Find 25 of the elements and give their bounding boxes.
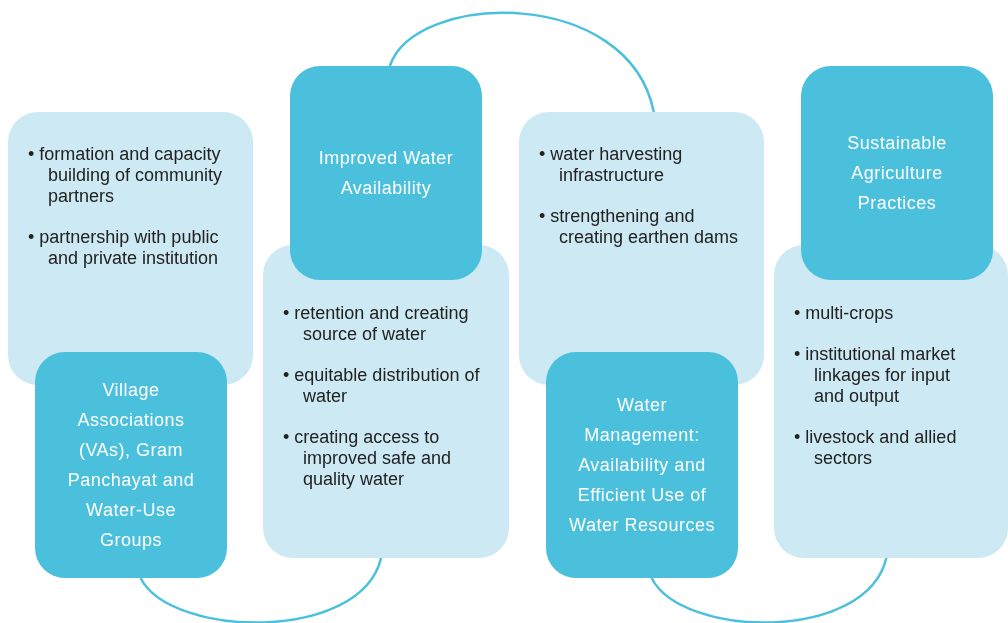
heading-text: Water Management: Availability and Efficient Use of Water Resources xyxy=(568,394,716,537)
heading-card xyxy=(546,352,738,578)
heading-text: Improved Water Availability xyxy=(317,147,455,200)
bullet-item: • livestock and allied sectors xyxy=(794,427,958,469)
bullet-item: • formation and capacity building of community partners xyxy=(28,144,224,207)
connector-arc xyxy=(650,557,888,623)
bullet-item: • equitable distribution of water xyxy=(283,365,481,407)
connector-arc xyxy=(139,557,383,623)
bullet-card xyxy=(8,112,253,385)
heading-card xyxy=(290,66,482,280)
heading-text: Sustainable Agriculture Practices xyxy=(846,132,948,215)
bullet-item: • water harvesting infrastructure xyxy=(539,144,684,186)
bullet-card xyxy=(774,245,1008,558)
heading-text: Village Associations (VAs), Gram Panchayat and Water-Use Groups xyxy=(66,379,196,552)
connector-arc xyxy=(388,11,655,113)
heading-card xyxy=(801,66,993,280)
heading-card xyxy=(35,352,227,578)
bullet-item: • partnership with public and private institution xyxy=(28,227,220,269)
bullet-item: • institutional market linkages for input and output xyxy=(794,344,957,407)
bullet-item: • strengthening and creating earthen dams xyxy=(539,206,740,248)
bullet-card xyxy=(263,245,509,558)
bullet-item: • retention and creating source of water xyxy=(283,303,470,345)
bullet-item: • creating access to improved safe and quality water xyxy=(283,427,453,490)
bullet-item: • multi-crops xyxy=(794,303,895,324)
bullet-card xyxy=(519,112,764,385)
